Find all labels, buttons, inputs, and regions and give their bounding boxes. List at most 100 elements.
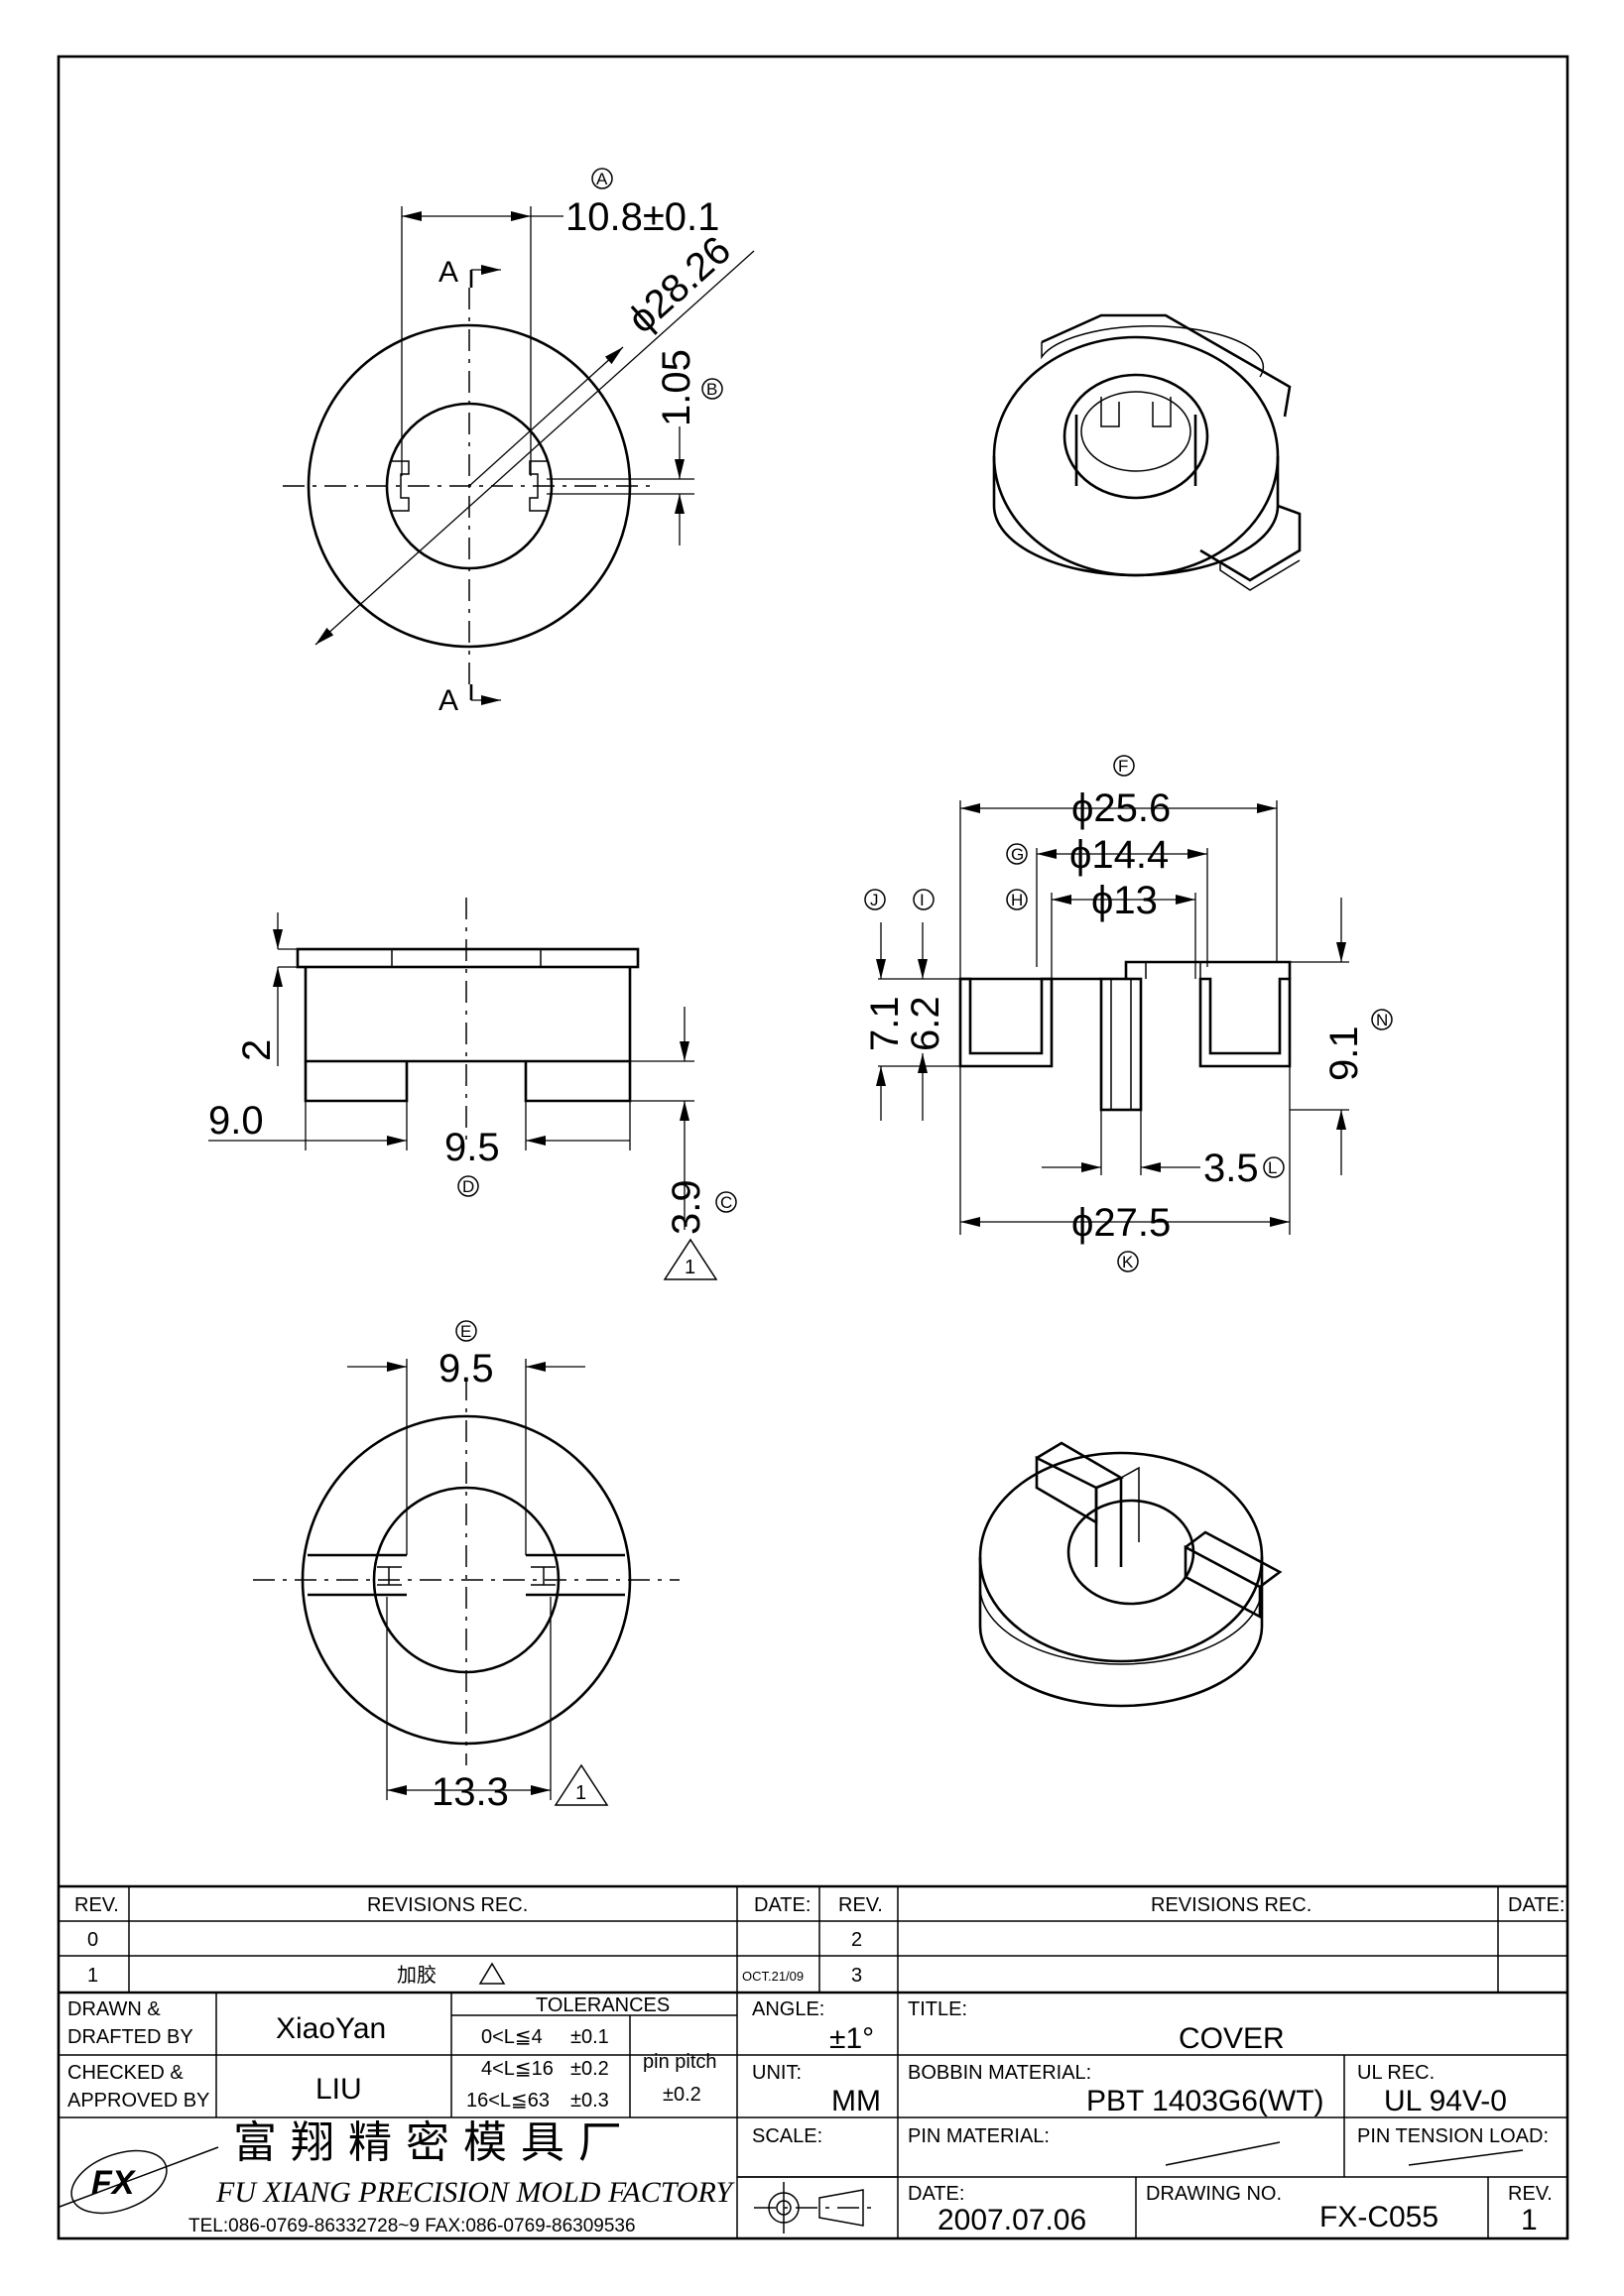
section-dim-pin: 3.5 — [1203, 1147, 1259, 1190]
isometric-view-top — [992, 313, 1302, 591]
section-dim-inner-tag: H — [1011, 891, 1023, 909]
pin-tension-dash — [1408, 2149, 1524, 2166]
side-view-rev-flag-icon — [663, 1238, 718, 1280]
drawing-no-label: DRAWING NO. — [1146, 2183, 1282, 2205]
side-view-dim-leg-tag: C — [720, 1193, 732, 1212]
revision-table: REV. REVISIONS REC. DATE: REV. REVISIONS… — [59, 1884, 1567, 1994]
section-dim-mid-tag: G — [1011, 845, 1024, 864]
checked-by: LIU — [315, 2073, 362, 2106]
sheet-border — [57, 55, 1569, 2240]
section-dim-mid: ϕ14.4 — [1069, 833, 1169, 877]
section-dim-total-tag: N — [1376, 1011, 1388, 1029]
ul-value: UL 94V-0 — [1384, 2085, 1507, 2117]
section-dim-h2: 6.2 — [904, 996, 947, 1051]
section-dim-h1-tag: J — [870, 891, 879, 909]
company-contact: TEL:086-0769-86332728~9 FAX:086-0769-863… — [188, 2216, 636, 2236]
angle-value: ±1° — [829, 2022, 874, 2055]
section-dim-outer-bottom: ϕ27.5 — [1071, 1201, 1171, 1245]
rev-row-1-number: 1 — [87, 1965, 98, 1987]
company-name-cn: 富 翔 精 密 模 具 厂 — [233, 2117, 622, 2168]
title-label: TITLE: — [908, 1998, 967, 2020]
top-view: 10.8±0.1 A A A ϕ28.26 1.05 B — [283, 168, 755, 717]
drawing-no-value: FX-C055 — [1319, 2201, 1438, 2234]
ul-label: UL REC. — [1357, 2062, 1435, 2084]
section-dim-h1: 7.1 — [863, 996, 907, 1051]
bobbin-material-label: BOBBIN MATERIAL: — [908, 2062, 1091, 2084]
top-view-section-label-top: A — [438, 256, 458, 289]
top-view-dim-diameter: ϕ28.26 — [620, 228, 739, 342]
side-view-dim-gap: 9.5 — [444, 1126, 500, 1169]
rev-row-2-number: 2 — [851, 1929, 862, 1951]
bottom-view-dim-gap-tag: E — [460, 1322, 471, 1341]
rev-label: REV. — [1508, 2183, 1553, 2205]
checked-label-1: CHECKED & — [67, 2062, 184, 2084]
rev-row-3-number: 3 — [851, 1965, 862, 1987]
top-view-dim-width-tag: A — [596, 170, 608, 188]
section-dim-pin-tag: L — [1268, 1158, 1277, 1177]
bottom-view-dim-bore: 13.3 — [432, 1770, 509, 1814]
rev-row-1-date: OCT.21/09 — [742, 1969, 804, 1984]
date-header-right: DATE: — [1508, 1894, 1564, 1916]
side-view: 2 9.0 9.5 D 3.9 C 1 — [208, 898, 737, 1280]
rev-header-left: REV. — [74, 1894, 119, 1916]
rev-row-1-flag-icon — [478, 1962, 506, 1985]
company-name-en: FU XIANG PRECISION MOLD FACTORY — [215, 2176, 735, 2209]
top-view-dim-slot-tag: B — [706, 380, 717, 399]
date-label: DATE: — [908, 2183, 964, 2205]
tolerance-row-3-value: ±0.3 — [570, 2090, 609, 2112]
bobbin-material-value: PBT 1403G6(WT) — [1086, 2085, 1324, 2117]
drawn-label-1: DRAWN & — [67, 1998, 161, 2020]
rev-header-right: REV. — [838, 1894, 883, 1916]
tolerance-row-2-range: 4<L≦16 — [481, 2058, 554, 2080]
scale-label: SCALE: — [752, 2125, 822, 2147]
side-view-dim-gap-tag: D — [462, 1177, 474, 1196]
drawn-label-2: DRAFTED BY — [67, 2026, 193, 2048]
section-dim-outer-top-tag: F — [1118, 757, 1128, 776]
date-header-left: DATE: — [754, 1894, 811, 1916]
section-dim-h2-tag: I — [920, 891, 925, 909]
tolerance-row-3-range: 16<L≦63 — [466, 2090, 550, 2112]
section-dim-outer-bottom-tag: K — [1122, 1253, 1134, 1271]
bottom-view-dim-gap: 9.5 — [438, 1347, 494, 1390]
pin-pitch-value: ±0.2 — [663, 2084, 701, 2106]
title-block: DRAWN & DRAFTED BY XiaoYan CHECKED & APP… — [59, 1993, 1567, 2238]
rev-value: 1 — [1521, 2204, 1538, 2236]
svg-text:FX: FX — [91, 2164, 137, 2202]
top-view-dim-width: 10.8±0.1 — [565, 195, 719, 239]
tolerance-row-1-range: 0<L≦4 — [481, 2026, 543, 2048]
bottom-view-rev-flag-icon — [554, 1763, 609, 1806]
top-view-dim-slot: 1.05 — [655, 349, 698, 426]
pin-material-label: PIN MATERIAL: — [908, 2125, 1050, 2147]
rev-row-1-desc: 加胶 — [397, 1963, 437, 1987]
isometric-view-bottom — [978, 1441, 1283, 1708]
checked-label-2: APPROVED BY — [67, 2090, 209, 2112]
section-dim-outer-top: ϕ25.6 — [1071, 786, 1171, 830]
pin-tension-label: PIN TENSION LOAD: — [1357, 2125, 1549, 2147]
rev-row-0-number: 0 — [87, 1929, 98, 1951]
company-logo: FX — [59, 2146, 219, 2215]
projection-symbol-icon — [737, 2176, 898, 2234]
date-value: 2007.07.06 — [937, 2204, 1086, 2236]
top-view-section-label-bottom: A — [438, 684, 458, 717]
tolerance-row-1-value: ±0.1 — [570, 2026, 609, 2048]
drawn-by: XiaoYan — [276, 2012, 386, 2045]
bottom-view: 9.5 E 13.3 1 — [253, 1320, 680, 1814]
unit-value: MM — [831, 2085, 881, 2117]
side-view-rev-flag: 1 — [685, 1257, 695, 1278]
unit-label: UNIT: — [752, 2062, 802, 2084]
tolerance-row-2-value: ±0.2 — [570, 2058, 609, 2080]
pin-pitch-label: pin pitch — [643, 2051, 717, 2073]
section-dim-inner: ϕ13 — [1091, 879, 1158, 922]
tolerances-label: TOLERANCES — [536, 1994, 670, 2016]
section-dim-total: 9.1 — [1322, 1026, 1366, 1081]
side-view-dim-leg: 3.9 — [665, 1179, 708, 1235]
title-value: COVER — [1179, 2022, 1285, 2055]
side-view-dim-height: 2 — [235, 1039, 279, 1061]
pin-material-dash — [1165, 2141, 1281, 2166]
revisions-header-left: REVISIONS REC. — [367, 1894, 528, 1916]
side-view-dim-left: 9.0 — [208, 1099, 264, 1143]
bottom-view-rev-flag: 1 — [575, 1782, 586, 1804]
section-view: ϕ25.6 F ϕ14.4 G ϕ13 H 7.1 J 6.2 I 9.1 N — [863, 755, 1393, 1272]
top-view-left-clip — [392, 460, 410, 512]
